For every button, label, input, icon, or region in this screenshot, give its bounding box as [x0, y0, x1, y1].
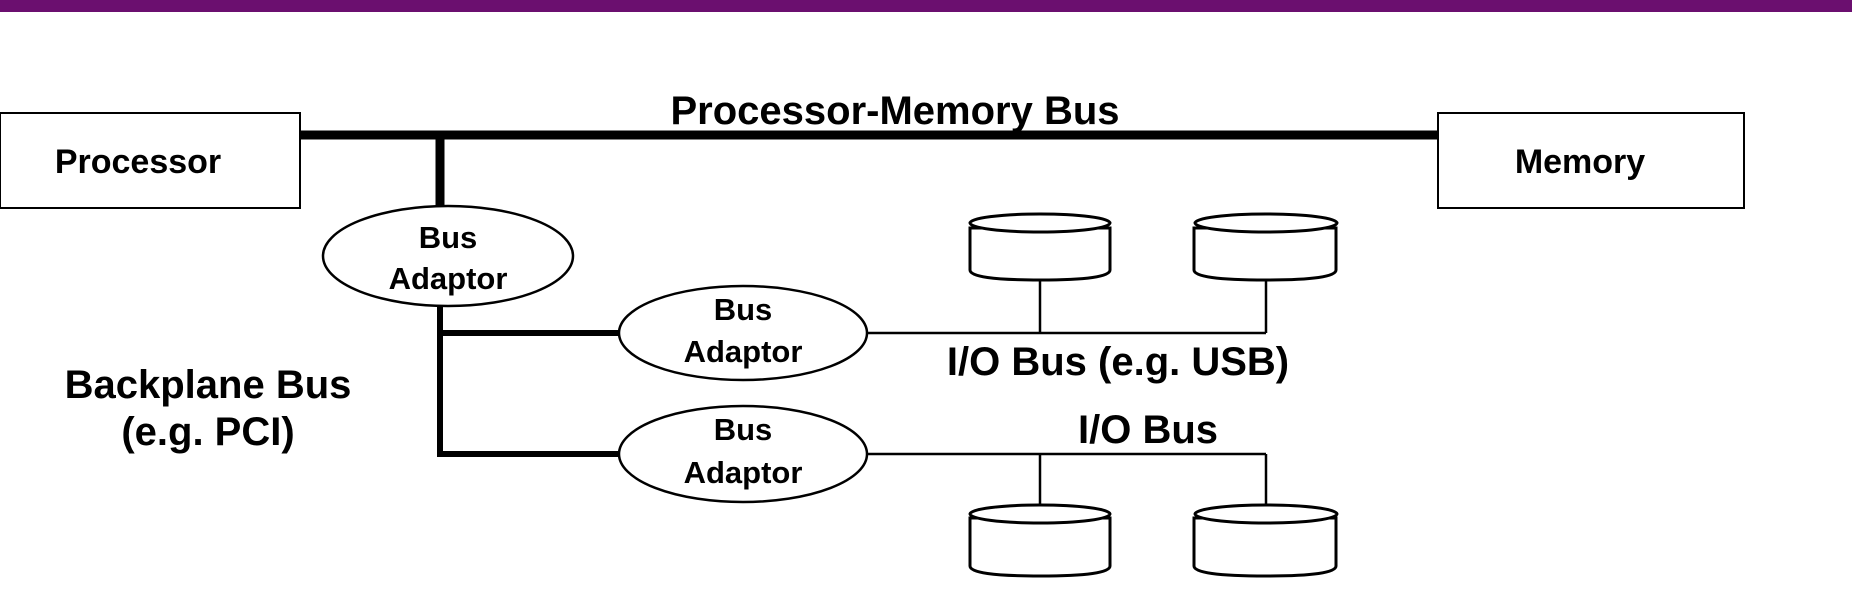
io-bus-usb-label: I/O Bus (e.g. USB) [947, 340, 1289, 384]
disk-icon [968, 212, 1112, 282]
disk-icon [968, 503, 1112, 578]
bus-adaptor-main [321, 204, 575, 308]
disk-icon [1192, 503, 1339, 578]
memory-box [1437, 112, 1745, 209]
processor-box [0, 112, 301, 209]
bus-adaptor-io-line1: Bus [714, 412, 773, 447]
bus-adaptor-usb-line1: Bus [714, 292, 773, 327]
bus-adaptor-usb-line2: Adaptor [684, 334, 803, 369]
top-accent-bar [0, 0, 1852, 12]
bus-adaptor-io [617, 404, 869, 504]
io-bus-label: I/O Bus [1078, 408, 1218, 452]
memory-label: Memory [1515, 143, 1645, 181]
bus-adaptor-io-line2: Adaptor [684, 455, 803, 490]
bus-adaptor-main-line2: Adaptor [389, 261, 508, 296]
disk-icon [1192, 212, 1339, 282]
backplane-bus-label-line2: (e.g. PCI) [121, 410, 294, 454]
backplane-bus-label-line1: Backplane Bus [65, 363, 352, 407]
bus-adaptor-main-line1: Bus [419, 220, 478, 255]
bus-adaptor-usb [617, 284, 869, 382]
processor-memory-bus-label: Processor-Memory Bus [670, 89, 1119, 133]
processor-label: Processor [55, 143, 221, 181]
